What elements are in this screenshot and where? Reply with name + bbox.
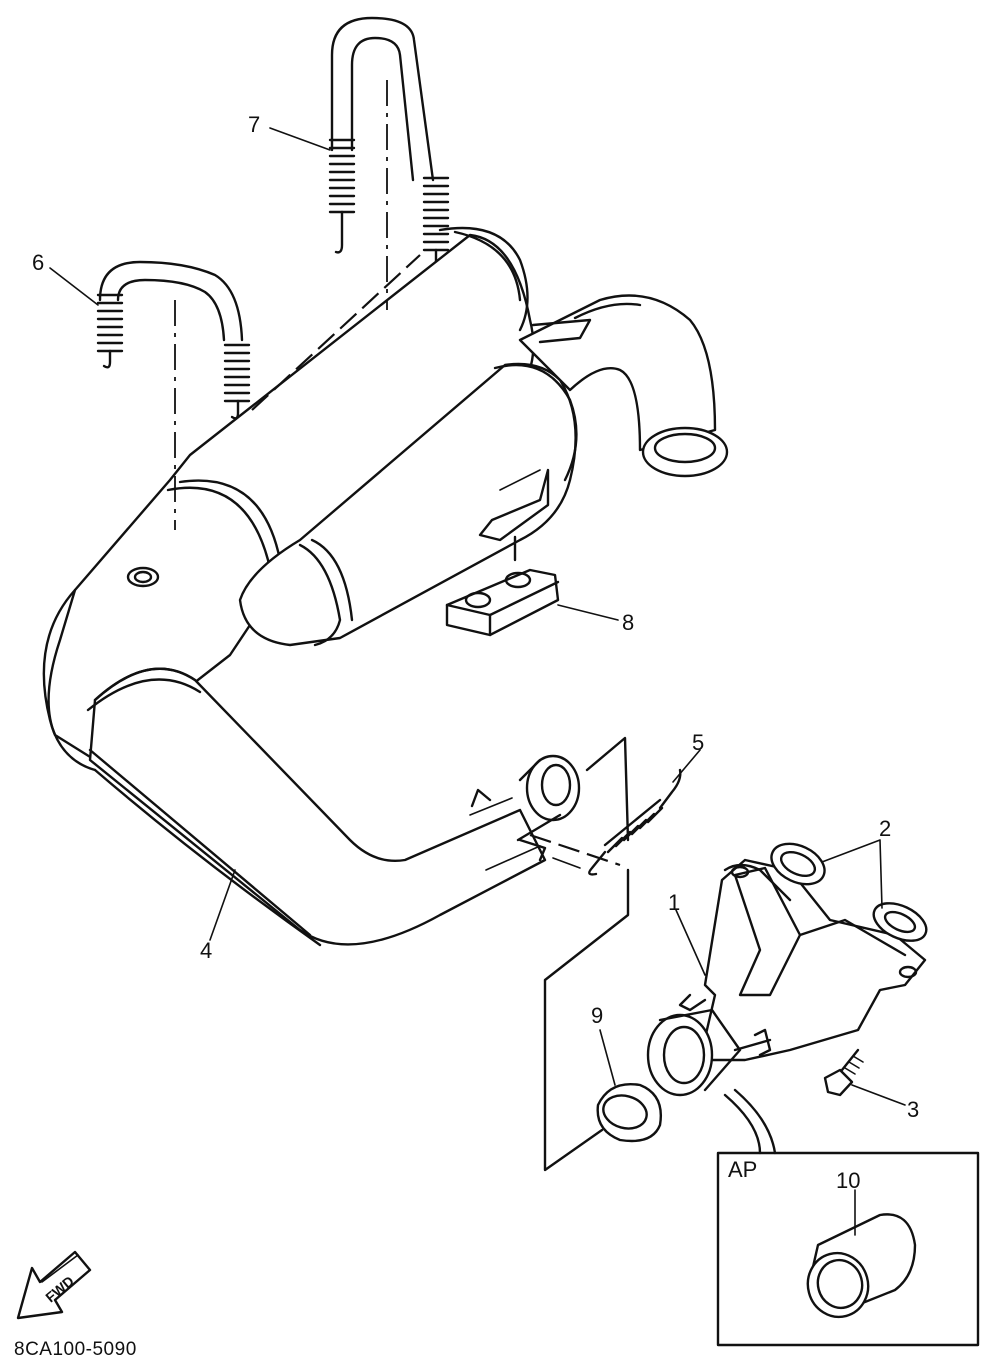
muffler-chamber (238, 294, 729, 647)
callout-4: 4 (200, 938, 212, 963)
callout-5: 5 (692, 730, 704, 755)
callouts: 7 6 8 5 2 1 4 9 3 10 AP (32, 112, 919, 1193)
drawing-code: 8CA100-5090 (14, 1339, 137, 1360)
inset-label: AP (728, 1157, 757, 1182)
ap-inset (716, 1088, 980, 1347)
part-8-damper-block (445, 535, 560, 637)
callout-1: 1 (668, 890, 680, 915)
assembly-bracket (543, 736, 630, 1172)
callout-2: 2 (879, 816, 891, 841)
part-4-muffler (42, 226, 581, 947)
callout-9: 9 (591, 1003, 603, 1028)
callout-7: 7 (248, 112, 260, 137)
part-7-spring-hanger (328, 16, 450, 293)
part-1-exhaust-pipe (646, 858, 927, 1097)
callout-6: 6 (32, 250, 44, 275)
callout-8: 8 (622, 610, 634, 635)
callout-10: 10 (836, 1168, 860, 1193)
part-5-spring (552, 768, 682, 876)
part-6-spring-hanger (96, 260, 251, 420)
part-3-bolt (823, 1048, 864, 1097)
callout-3: 3 (907, 1097, 919, 1122)
part-9-sleeve (596, 1083, 662, 1143)
part-2-gaskets (770, 842, 928, 942)
center-lines (174, 80, 621, 867)
leader-lines (49, 127, 906, 1236)
fwd-arrow: FWD (16, 1250, 92, 1320)
